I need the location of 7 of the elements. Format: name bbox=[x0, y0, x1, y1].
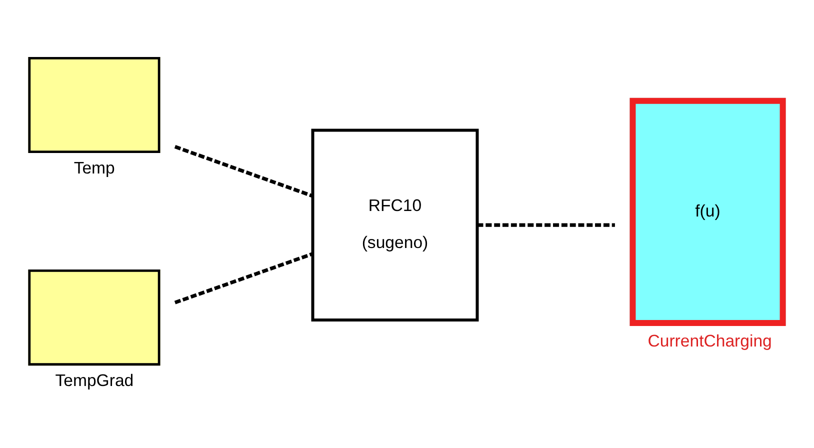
node-label: TempGrad bbox=[55, 370, 134, 390]
connector bbox=[477, 222, 615, 226]
node-box: RFC10 (sugeno) bbox=[311, 128, 479, 321]
connector bbox=[174, 252, 313, 304]
node-label: CurrentCharging bbox=[648, 331, 772, 350]
node-label: Temp bbox=[74, 158, 115, 178]
connector bbox=[174, 144, 313, 198]
